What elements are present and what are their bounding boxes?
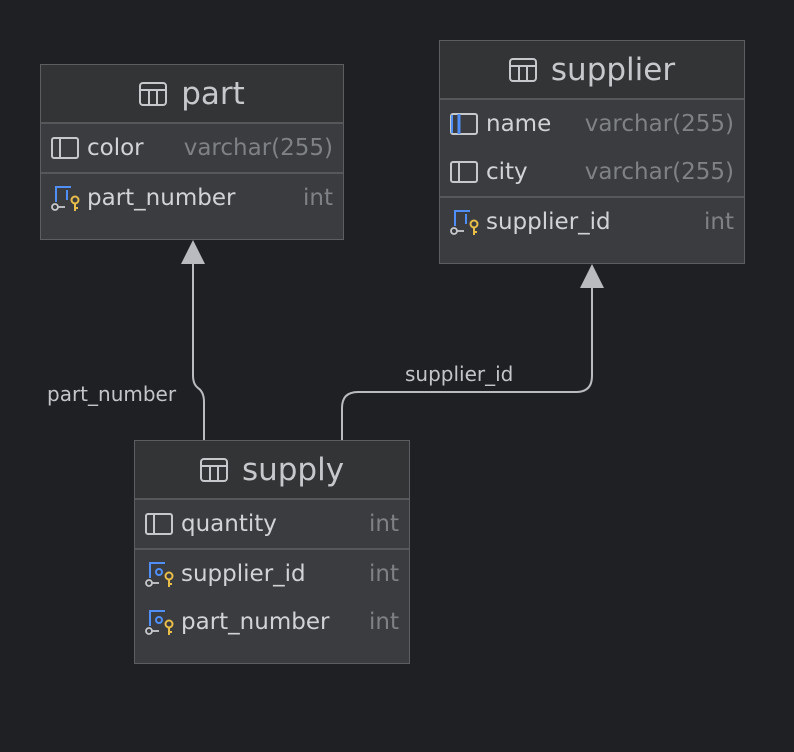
columns-section: name varchar(255) city varchar(255) — [440, 100, 744, 196]
foreign-key-icon — [145, 608, 175, 636]
column-icon — [51, 134, 81, 162]
keys-section: part_number int — [41, 172, 343, 222]
column-row[interactable]: supplier_id int — [440, 198, 744, 246]
edge-label-part-number: part_number — [47, 382, 177, 406]
column-name: city — [486, 159, 528, 185]
column-name: supplier_id — [181, 561, 306, 587]
table-icon — [139, 81, 168, 106]
column-type: int — [369, 609, 399, 635]
column-type: int — [369, 561, 399, 587]
column-row[interactable]: city varchar(255) — [440, 148, 744, 196]
primary-key-icon — [450, 208, 480, 236]
table-icon — [199, 457, 228, 482]
table-title: supplier — [550, 51, 676, 88]
edge-label-supplier-id: supplier_id — [405, 362, 514, 386]
column-type: int — [303, 185, 333, 211]
primary-key-icon — [51, 184, 81, 212]
column-type: varchar(255) — [183, 135, 333, 161]
column-name: color — [87, 135, 144, 161]
column-name: name — [486, 111, 552, 137]
column-icon — [450, 158, 480, 186]
column-row[interactable]: part_number int — [41, 174, 343, 222]
arrowhead-part — [181, 240, 205, 264]
column-name: supplier_id — [486, 209, 611, 235]
table-header[interactable]: part — [41, 65, 343, 124]
foreign-key-icon — [145, 560, 175, 588]
column-icon-blue — [450, 110, 480, 138]
table-title: supply — [241, 451, 345, 488]
column-name: quantity — [181, 511, 277, 537]
column-row[interactable]: name varchar(255) — [440, 100, 744, 148]
table-icon — [508, 57, 537, 82]
table-title: part — [181, 75, 245, 112]
columns-section: color varchar(255) — [41, 124, 343, 172]
keys-section: supplier_id int part_number int — [135, 548, 409, 646]
column-type: int — [704, 209, 734, 235]
column-row[interactable]: color varchar(255) — [41, 124, 343, 172]
table-header[interactable]: supply — [135, 441, 409, 500]
column-type: int — [369, 511, 399, 537]
column-name: part_number — [87, 185, 236, 211]
table-supply[interactable]: supply quantity int supplier_id int part… — [134, 440, 410, 664]
table-supplier[interactable]: supplier name varchar(255) city varchar(… — [439, 40, 745, 264]
edge-supply-to-supplier[interactable] — [341, 287, 593, 440]
column-name: part_number — [181, 609, 330, 635]
column-row[interactable]: supplier_id int — [135, 550, 409, 598]
table-part[interactable]: part color varchar(255) part_number int — [40, 64, 344, 240]
column-icon — [145, 510, 175, 538]
edge-supply-to-part[interactable] — [192, 262, 205, 440]
table-header[interactable]: supplier — [440, 41, 744, 100]
columns-section: quantity int — [135, 500, 409, 548]
keys-section: supplier_id int — [440, 196, 744, 246]
column-type: varchar(255) — [584, 111, 734, 137]
column-type: varchar(255) — [584, 159, 734, 185]
column-row[interactable]: part_number int — [135, 598, 409, 646]
column-row[interactable]: quantity int — [135, 500, 409, 548]
arrowhead-supplier — [580, 264, 604, 288]
